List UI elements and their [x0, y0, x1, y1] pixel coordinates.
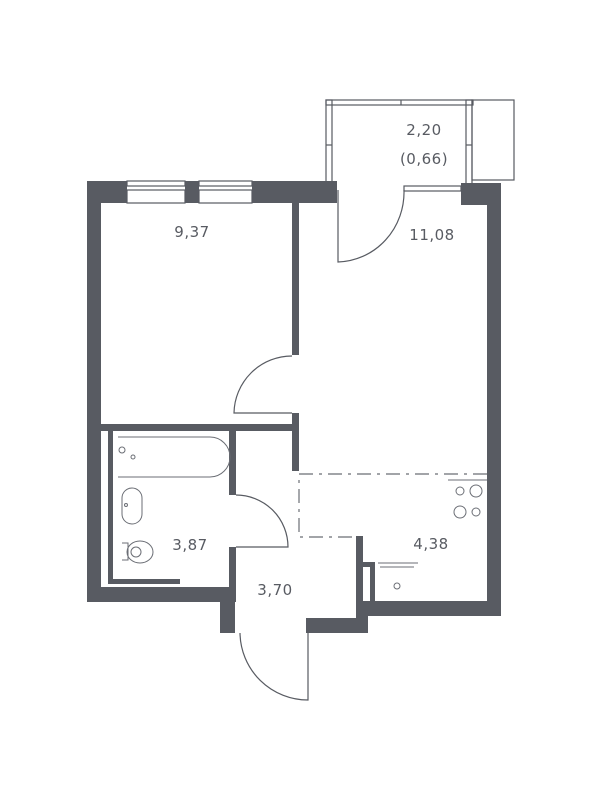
kitchen-zone-outline	[298, 473, 487, 538]
balcony-frame	[325, 99, 515, 186]
bedroom-area-label: 9,37	[174, 223, 210, 241]
kitchen-area-label: 4,38	[413, 535, 449, 553]
doors	[233, 189, 405, 701]
balcony-area-label: 2,20	[406, 121, 442, 139]
interior-walls	[101, 203, 375, 606]
living-room-area-label: 11,08	[409, 226, 455, 244]
bathroom-area-label: 3,87	[172, 536, 208, 554]
kitchen-fixtures	[378, 479, 487, 590]
bathroom-fixtures	[118, 436, 231, 564]
hallway-area-label: 3,70	[257, 581, 293, 599]
exterior-walls	[87, 180, 501, 633]
balcony-reduced-area-label: (0,66)	[399, 150, 449, 168]
